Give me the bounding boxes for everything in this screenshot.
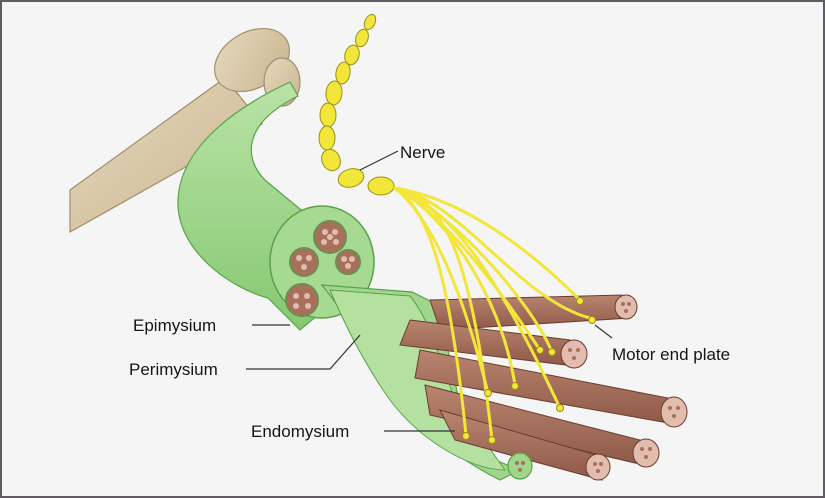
fascicle (314, 221, 346, 253)
fascicle (336, 250, 360, 274)
label-epimysium: Epimysium (133, 316, 216, 335)
endomysium-fiber-end (508, 453, 532, 479)
fascicle (286, 284, 318, 316)
fascicle (290, 248, 318, 276)
label-perimysium: Perimysium (129, 360, 218, 379)
label-motor-end-plate: Motor end plate (612, 345, 730, 364)
label-endomysium: Endomysium (251, 422, 349, 441)
label-nerve: Nerve (400, 143, 445, 162)
